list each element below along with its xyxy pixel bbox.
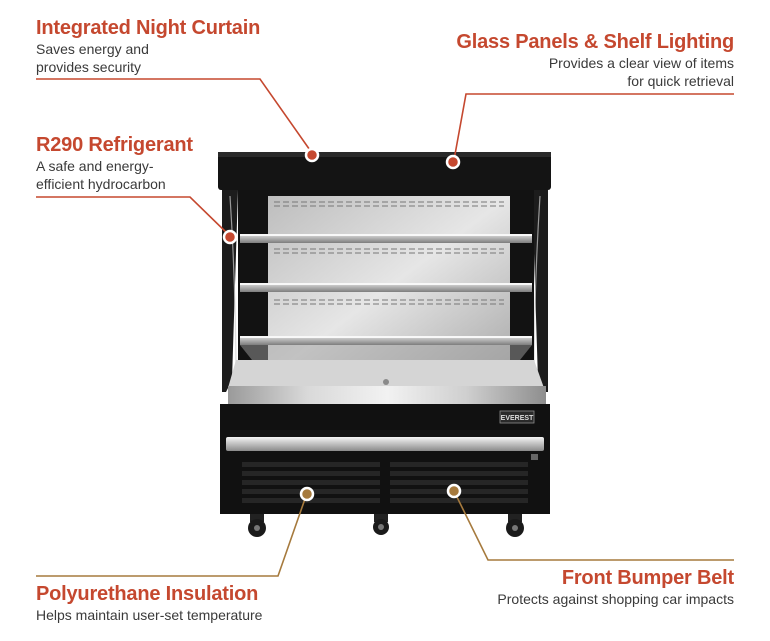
leader-lines — [36, 78, 734, 577]
leader-bumper — [453, 490, 734, 561]
vent-slots — [274, 201, 504, 305]
marker-r290 — [222, 229, 238, 245]
leader-glass — [453, 93, 734, 161]
callout-title: R290 Refrigerant — [36, 134, 193, 156]
leader-curtain — [36, 78, 313, 154]
callout-markers — [222, 147, 462, 502]
callout-text: Protects against shopping car impacts — [497, 591, 734, 607]
callout-front-bumper-belt: Front Bumper Belt Protects against shopp… — [497, 566, 734, 608]
callout-title: Front Bumper Belt — [561, 567, 734, 589]
callout-title: Glass Panels & Shelf Lighting — [456, 31, 734, 53]
caster — [373, 514, 389, 535]
lower-cabinet: EVEREST — [220, 404, 550, 514]
callout-text: Helps maintain user-set temperature — [36, 607, 263, 623]
callout-text: Provides a clear view of items — [548, 55, 734, 71]
callout-text: A safe and energy- — [36, 158, 154, 174]
callout-title: Integrated Night Curtain — [36, 17, 261, 39]
leader-insulation — [36, 495, 307, 577]
casters — [248, 514, 524, 537]
brand-badge-text: EVEREST — [501, 415, 534, 422]
callout-text: provides security — [36, 59, 142, 75]
marker-bumper — [446, 483, 462, 499]
marker-insulation — [299, 486, 315, 502]
front-bumper-belt — [226, 437, 544, 451]
callout-text: efficient hydrocarbon — [36, 176, 166, 192]
marker-curtain — [304, 147, 320, 163]
callout-night-curtain: Integrated Night Curtain Saves energy an… — [36, 16, 260, 76]
callout-text: for quick retrieval — [627, 73, 734, 89]
shelves — [240, 234, 532, 360]
marker-glass — [445, 154, 461, 170]
leader-r290 — [36, 196, 231, 237]
callout-polyurethane-insulation: Polyurethane Insulation Helps maintain u… — [36, 582, 262, 624]
callout-glass-panels: Glass Panels & Shelf Lighting Provides a… — [456, 30, 734, 90]
brand-badge — [499, 410, 535, 424]
display-deck — [228, 360, 546, 404]
callout-r290-refrigerant: R290 Refrigerant A safe and energy- effi… — [36, 133, 193, 193]
cabinet-canopy — [218, 152, 551, 190]
caster — [248, 514, 266, 537]
caster — [506, 514, 524, 537]
callout-text: Saves energy and — [36, 41, 149, 57]
callout-title: Polyurethane Insulation — [36, 583, 259, 605]
